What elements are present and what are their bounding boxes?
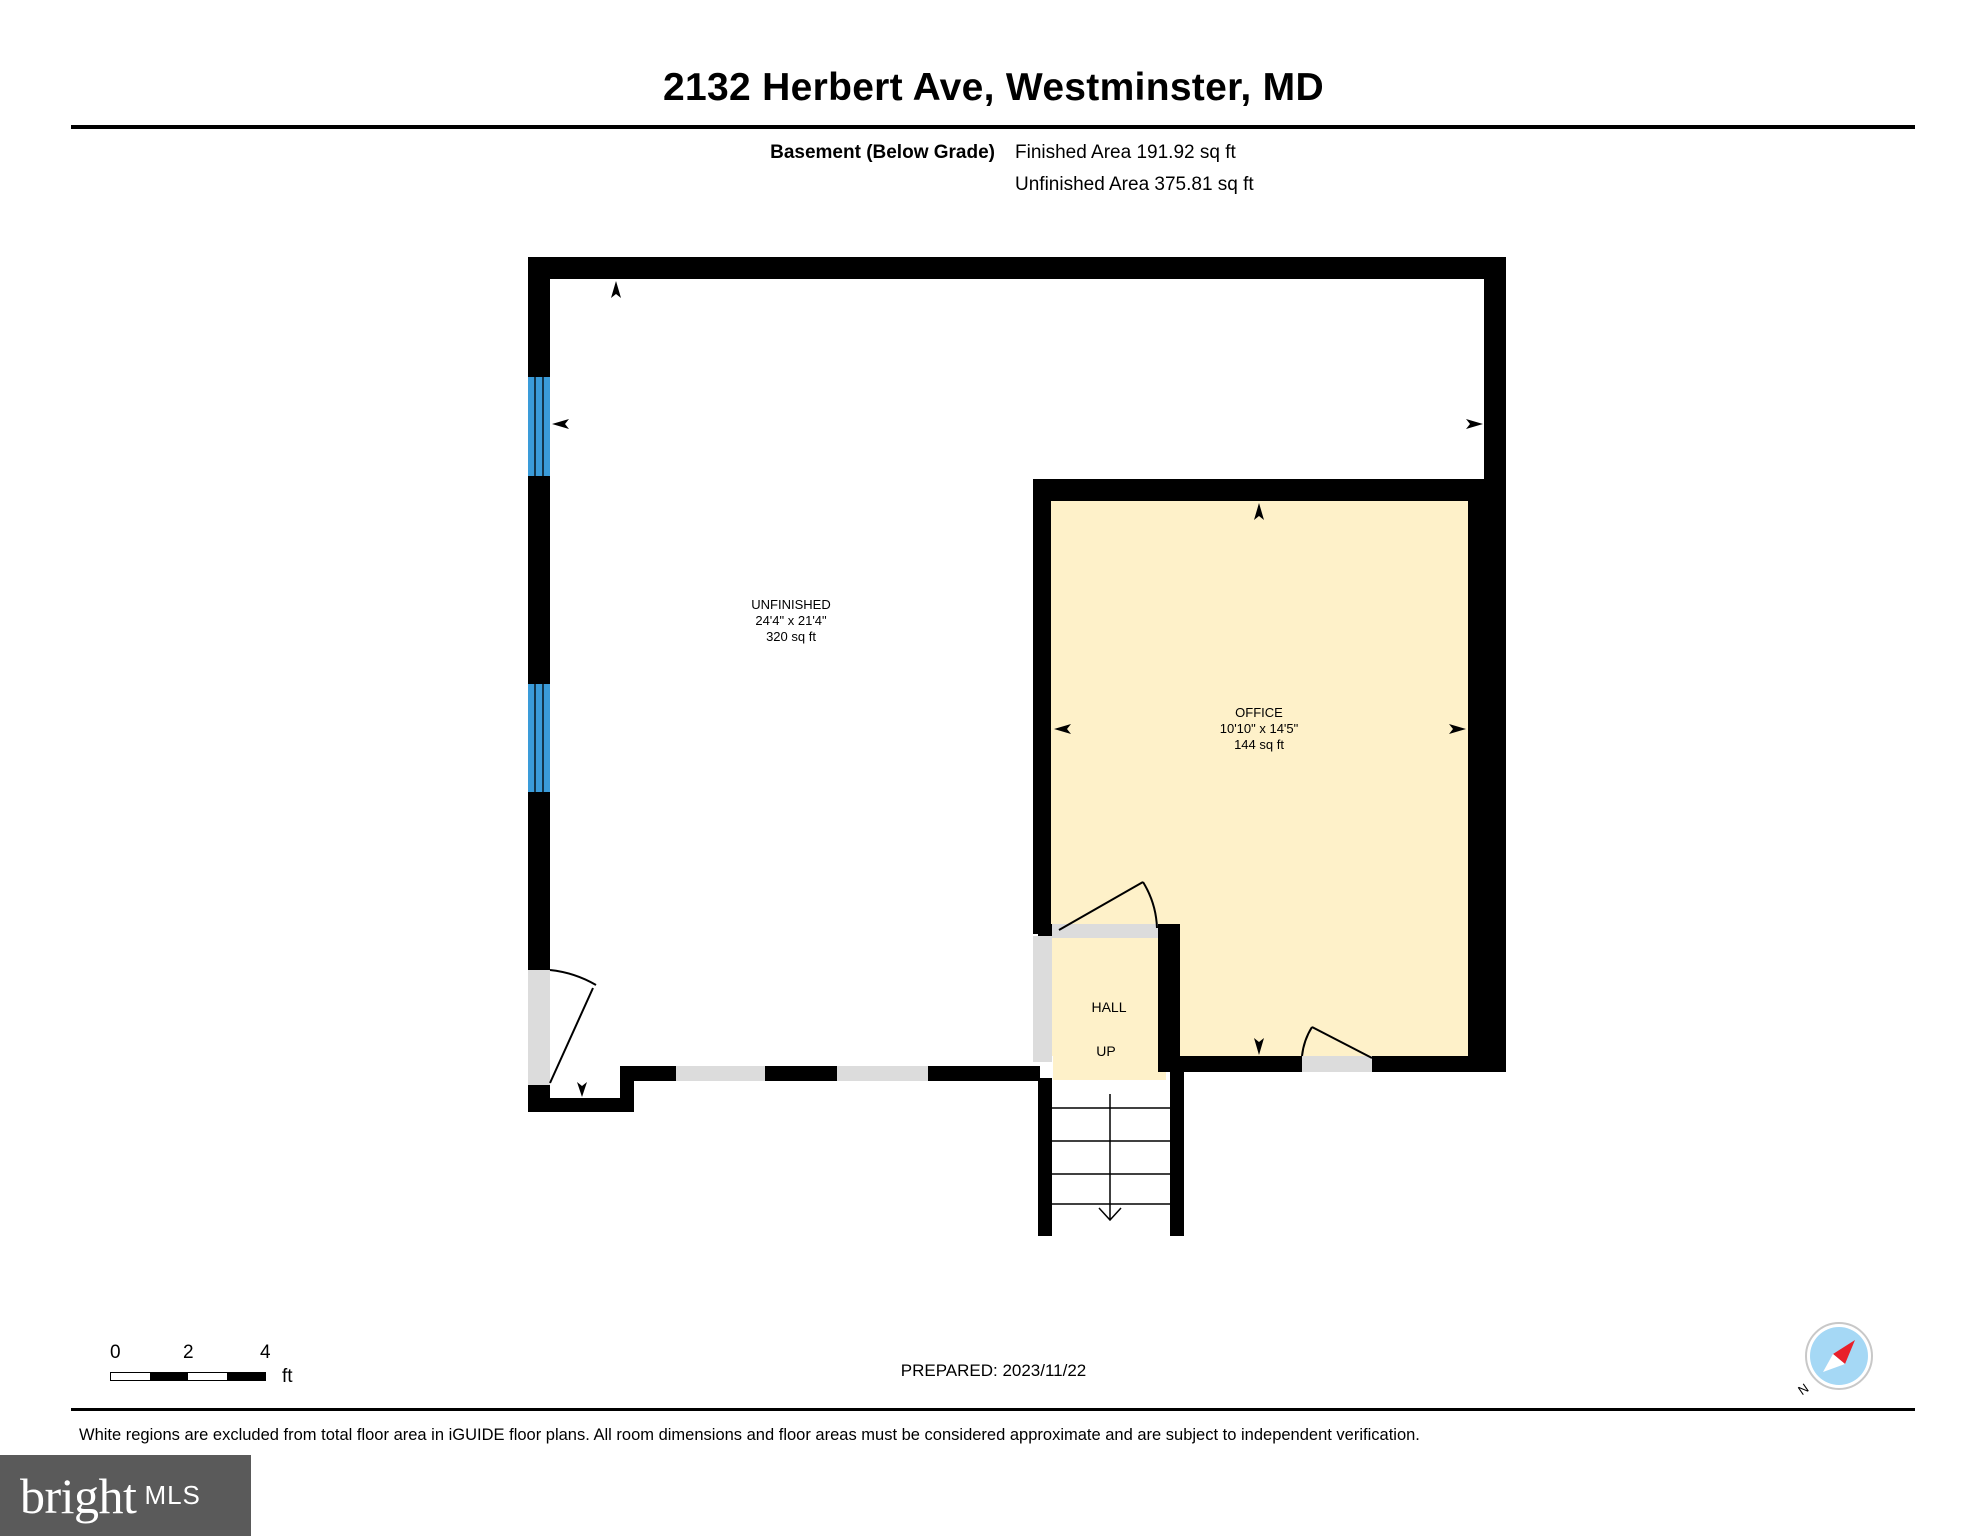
compass-icon: N (1795, 1318, 1875, 1403)
door-swings (549, 881, 1373, 1084)
finished-area-text: Finished Area 191.92 sq ft (1015, 142, 1236, 163)
staircase (1052, 1094, 1170, 1222)
dimension-arrows (552, 281, 1483, 1097)
office-room-name: OFFICE (1235, 705, 1283, 720)
scale-tick-4: 4 (260, 1342, 271, 1363)
footer-divider (71, 1408, 1915, 1411)
stair-up-label: UP (1096, 1043, 1115, 1059)
walls (528, 257, 1506, 1236)
unfinished-room-name: UNFINISHED (751, 597, 830, 612)
scale-bar-segments (110, 1372, 266, 1381)
bright-mls-logo: bright MLS (0, 1455, 251, 1536)
scale-tick-0: 0 (110, 1342, 121, 1363)
page-title: 2132 Herbert Ave, Westminster, MD (663, 66, 1324, 109)
prepared-date: PREPARED: 2023/11/22 (900, 1361, 1087, 1380)
hall-floor-fill (1053, 938, 1166, 1080)
compass-north-label: N (1795, 1380, 1811, 1398)
openings (528, 924, 1372, 1085)
disclaimer-text: White regions are excluded from total fl… (79, 1426, 1420, 1444)
floor-label: Basement (Below Grade) (770, 142, 995, 163)
hall-room-name: HALL (1091, 999, 1126, 1015)
header-divider (71, 125, 1915, 129)
unfinished-room-area: 320 sq ft (766, 629, 816, 644)
office-room-area: 144 sq ft (1234, 737, 1284, 752)
logo-mls: MLS (144, 1480, 201, 1510)
scale-tick-2: 2 (183, 1342, 194, 1363)
windows (528, 377, 550, 792)
office-room-dims: 10'10" x 14'5" (1220, 721, 1299, 736)
scale-unit: ft (282, 1366, 293, 1387)
unfinished-area-text: Unfinished Area 375.81 sq ft (1015, 174, 1254, 195)
unfinished-room-dims: 24'4" x 21'4" (755, 613, 827, 628)
logo-word: bright (20, 1467, 137, 1524)
